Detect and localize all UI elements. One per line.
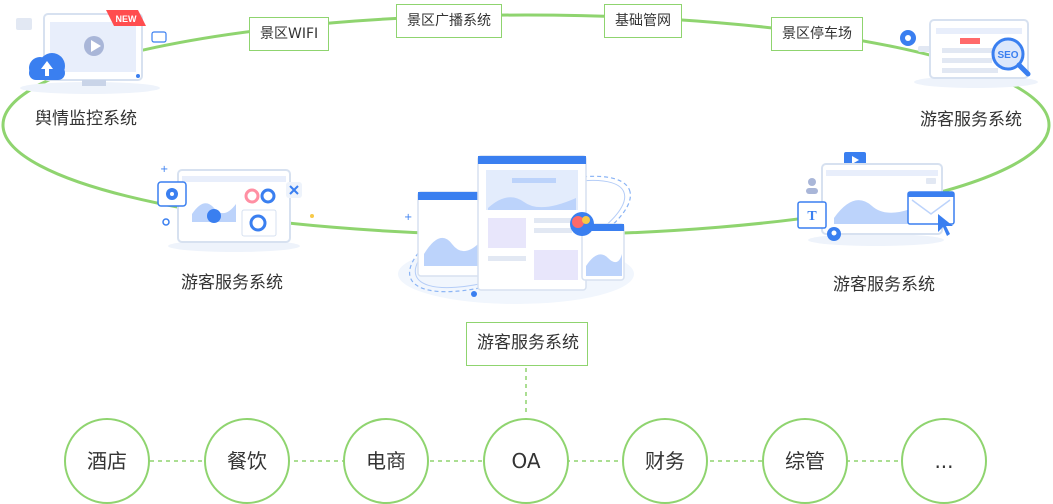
svg-text:+: + — [160, 164, 168, 175]
node-ecommerce: 电商 — [343, 418, 429, 504]
content-monitor-illustration: T — [797, 152, 955, 246]
tag-broadcast-system: 景区广播系统 — [396, 4, 502, 38]
text-tool: T — [797, 201, 827, 229]
node-dining: 餐饮 — [204, 418, 290, 504]
cursor-icon — [938, 214, 953, 236]
gear-icon — [900, 30, 916, 46]
node-management: 综管 — [762, 418, 848, 504]
label-visitor-service-top-right: 游客服务系统 — [920, 110, 1022, 130]
tag-infrastructure-network: 基础管网 — [604, 4, 682, 38]
new-ribbon: NEW — [106, 10, 146, 26]
gear-icon — [157, 181, 187, 207]
tools-icon — [286, 182, 302, 198]
dashboard-illustration: + — [157, 164, 314, 252]
svg-text:+: + — [404, 212, 412, 223]
sentiment-monitor-illustration: NEW — [16, 10, 167, 94]
node-hotel: 酒店 — [64, 418, 150, 504]
node-oa: OA — [483, 418, 569, 504]
central-platform-illustration: + — [398, 155, 634, 304]
tag-scenic-wifi: 景区WIFI — [249, 17, 330, 51]
play-icon — [91, 40, 101, 52]
tag-scenic-parking: 景区停车场 — [771, 17, 863, 51]
play-icon — [852, 156, 859, 164]
text-tool-badge: T — [807, 209, 817, 224]
seo-badge: SEO — [997, 50, 1018, 61]
node-more: ... — [901, 418, 987, 504]
node-finance: 财务 — [622, 418, 708, 504]
label-sentiment-monitor: 舆情监控系统 — [35, 109, 137, 129]
center-system-box: 游客服务系统 — [466, 322, 588, 366]
user-icon — [806, 178, 818, 194]
label-visitor-service-mid-right: 游客服务系统 — [833, 275, 935, 295]
cloud-upload-icon — [29, 53, 65, 80]
location-icon — [827, 227, 841, 241]
seo-monitor-illustration: SEO — [900, 19, 1038, 88]
label-visitor-service-mid-left: 游客服务系统 — [181, 273, 283, 293]
search-icon: SEO — [991, 37, 1031, 77]
new-badge: NEW — [116, 14, 138, 24]
